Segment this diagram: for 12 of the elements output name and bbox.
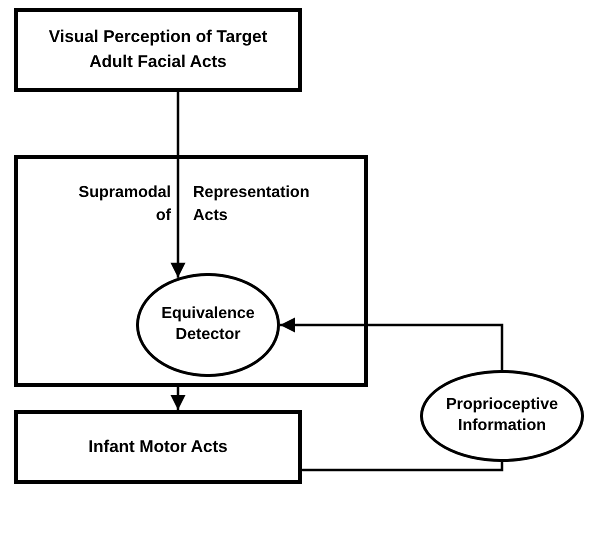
group-box [14,155,368,387]
arrow [170,387,186,410]
connector-line [302,462,504,472]
group-heading: Supramodal Representation of Acts [78,183,310,226]
node-label: Infant Motor Acts [88,436,228,458]
process-box [14,8,302,92]
node-label: Equivalence Detector [160,304,256,345]
node-label: Visual Perception of Target Adult Facial Acts [48,26,268,73]
process-box [14,410,302,484]
arrow [280,318,504,370]
arrow [170,92,186,278]
node-label: Proprioceptive Information [444,395,560,436]
